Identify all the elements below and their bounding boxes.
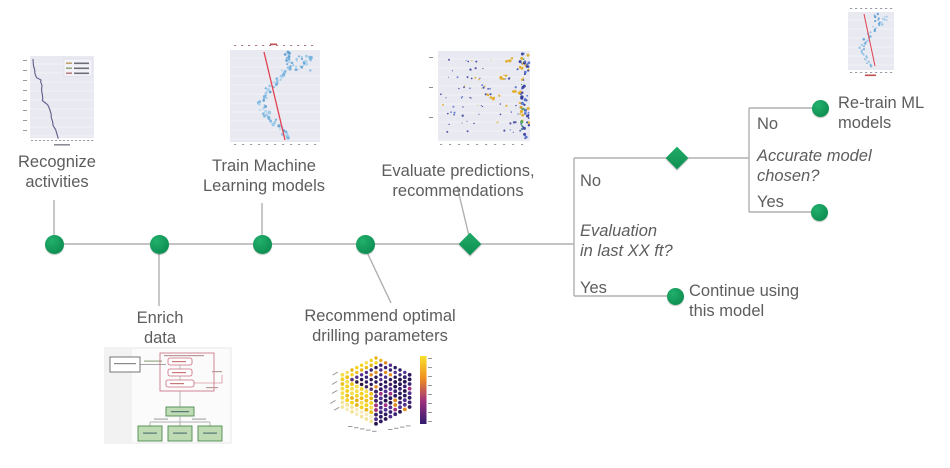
step-label-train-models: Train Machine Learning models (203, 156, 325, 196)
terminal-node-retrain (812, 100, 829, 117)
terminal-node-continue (667, 288, 684, 305)
decision-diamond-accurate-model (665, 146, 689, 170)
retrain-scatter-thumbnail (848, 8, 894, 77)
drilling-parameters-3d-cube-thumbnail (330, 356, 432, 432)
milestone-node-recommend (356, 235, 375, 254)
step-label-line: Evaluate predictions, (381, 162, 535, 180)
decision-question-accurate-model: Accurate model chosen? (757, 146, 872, 186)
yes-label: Yes (757, 193, 784, 211)
step-label-line: recommendations (392, 182, 524, 201)
step-label-recognize-activities: Recognize activities (18, 152, 96, 192)
decision-diamond-evaluate (458, 232, 482, 256)
step-label-line: activities (25, 173, 89, 192)
branch-label-no-1: No (580, 171, 601, 191)
question-line: chosen? (757, 167, 820, 186)
outcome-label-continue: Continue using this model (689, 281, 799, 321)
branch-label-no-2: No (757, 114, 778, 134)
question-line: Accurate model (757, 147, 872, 165)
step-label-evaluate-predictions: Evaluate predictions, recommendations (381, 161, 534, 201)
evaluation-scatter-thumbnail (429, 51, 531, 145)
step-label-line: Train Machine (212, 157, 316, 175)
step-label-line: Learning models (203, 177, 325, 196)
step-label-line: Recommend optimal (304, 307, 456, 325)
branch-label-yes-1: Yes (580, 278, 607, 298)
milestone-node-recognize (45, 235, 64, 254)
outcome-label-retrain: Re-train ML models (838, 93, 924, 133)
activity-line-chart-thumbnail (23, 56, 94, 146)
outcome-line: this model (689, 302, 765, 321)
question-line: in last XX ft? (580, 242, 673, 261)
outcome-line: Re-train ML (838, 94, 925, 112)
step-label-line: Enrich (136, 309, 184, 327)
terminal-node-accurate-yes (811, 204, 828, 221)
step-label-recommend-parameters: Recommend optimal drilling parameters (304, 306, 455, 346)
train-model-scatter-thumbnail (230, 43, 320, 145)
step-label-line: Recognize (18, 153, 96, 171)
outcome-line: models (838, 114, 892, 133)
branch-label-yes-2: Yes (757, 192, 784, 212)
yes-label: Yes (580, 279, 607, 297)
question-line: Evaluation (580, 222, 658, 240)
no-label: No (757, 115, 779, 133)
step-label-enrich-data: Enrich data (137, 308, 184, 348)
no-label: No (580, 172, 602, 190)
step-label-line: data (143, 329, 177, 348)
milestone-node-enrich (150, 235, 169, 254)
enrich-data-flowchart-thumbnail (104, 347, 232, 444)
decision-question-evaluation: Evaluation in last XX ft? (580, 221, 673, 261)
milestone-node-train (253, 235, 272, 254)
outcome-line: Continue using (689, 282, 800, 300)
step-label-line: drilling parameters (312, 327, 448, 346)
